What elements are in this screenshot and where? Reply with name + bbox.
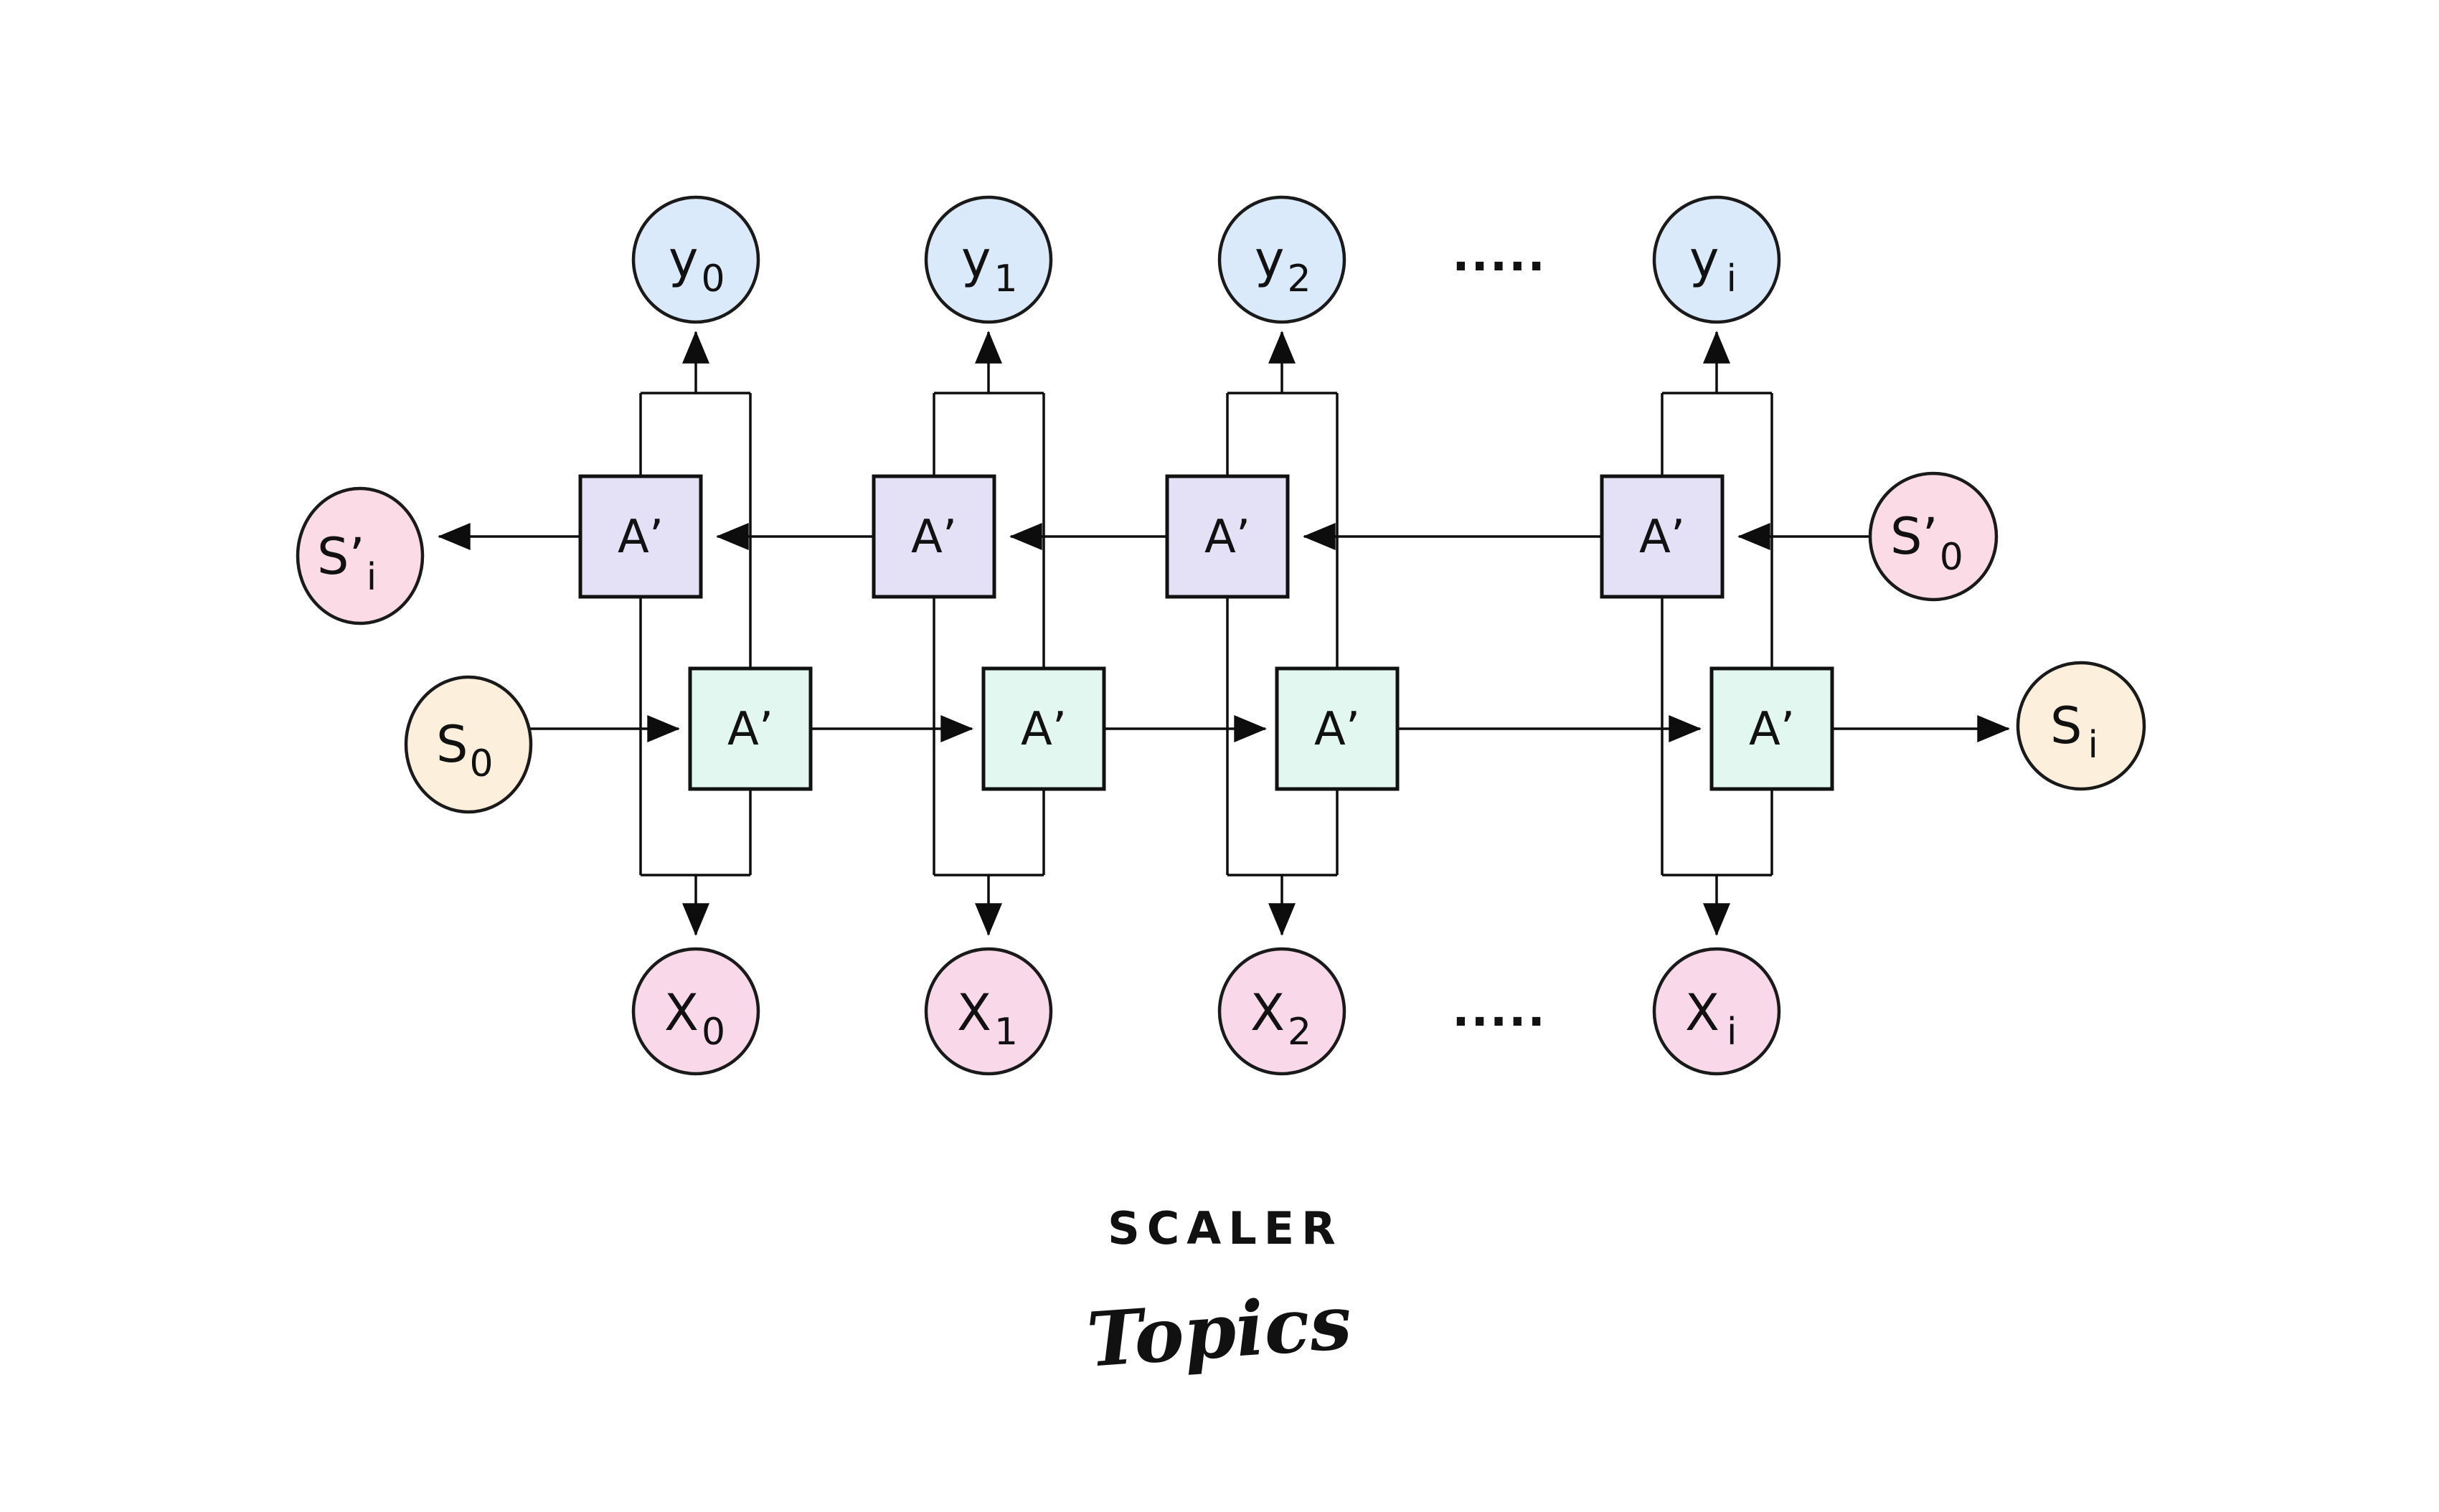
input-label-x1: X1	[957, 983, 1018, 1054]
output-node-y1	[924, 195, 1053, 324]
input-node-xi	[1652, 947, 1781, 1076]
forward-cell-i	[1709, 666, 1834, 791]
backward-initial-state-node	[1868, 471, 1999, 602]
logo-wordmark: Topics	[1084, 1277, 1354, 1384]
logo-brand: SCALER	[1108, 1202, 1343, 1255]
backward-cell-0	[578, 474, 703, 599]
backward-initial-state-label: S’0	[1890, 507, 1963, 579]
output-label-y0: y0	[669, 230, 725, 301]
forward-cell-1	[981, 666, 1106, 791]
forward-final-state-node	[2016, 661, 2146, 791]
input-node-x0	[631, 947, 760, 1076]
backward-cell-i	[1600, 474, 1725, 599]
unit-i-wiring	[1661, 331, 1773, 936]
backward-cell-label-1: A’	[911, 511, 957, 564]
unit-1-wiring	[933, 331, 1045, 936]
output-node-y0	[631, 195, 760, 324]
unit-0-wiring	[639, 331, 752, 936]
output-node-yi	[1652, 195, 1781, 324]
backward-cell-1	[872, 474, 996, 599]
input-label-x0: X0	[664, 983, 725, 1054]
forward-cell-label-2: A’	[1314, 703, 1360, 756]
input-node-x2	[1217, 947, 1346, 1076]
output-node-y2	[1217, 195, 1346, 324]
forward-initial-state-label: S0	[436, 715, 494, 785]
backward-final-state-node	[296, 486, 425, 625]
ellipsis-top: .....	[1452, 229, 1547, 282]
backward-cell-2	[1165, 474, 1290, 599]
input-label-x2: X2	[1250, 983, 1311, 1054]
backward-cell-label-2: A’	[1204, 511, 1250, 564]
forward-cell-label-1: A’	[1021, 703, 1067, 756]
logo: SCALER Topics	[1084, 1202, 1354, 1384]
forward-cell-label-0: A’	[727, 703, 773, 756]
backward-cell-label-i: A’	[1639, 511, 1685, 564]
unit-2-wiring	[1226, 331, 1339, 936]
ellipsis-bottom: .....	[1452, 984, 1547, 1037]
forward-initial-state-node	[404, 675, 533, 814]
output-label-y1: y1	[961, 230, 1018, 301]
forward-cell-label-i: A’	[1749, 703, 1795, 756]
backward-cell-label-0: A’	[618, 511, 664, 564]
output-label-y2: y2	[1255, 230, 1311, 301]
backward-final-state-label: S’i	[317, 527, 377, 599]
forward-cell-2	[1275, 666, 1400, 791]
input-node-x1	[924, 947, 1053, 1076]
forward-cell-0	[688, 666, 813, 791]
